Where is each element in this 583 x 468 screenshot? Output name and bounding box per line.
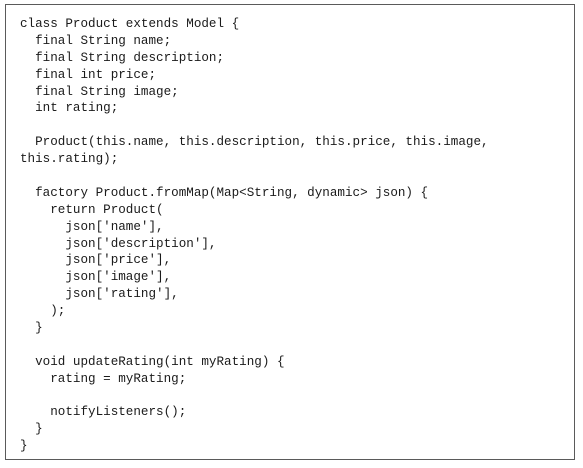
code-line: json['price'], xyxy=(20,253,172,268)
code-block: class Product extends Model { final Stri… xyxy=(5,4,575,460)
code-line: rating = myRating; xyxy=(20,371,187,386)
code-line: } xyxy=(20,321,43,336)
code-line: json['rating'], xyxy=(20,287,179,302)
code-line: final String image; xyxy=(20,84,179,99)
code-line: notifyListeners(); xyxy=(20,405,187,420)
code-line: return Product( xyxy=(20,202,164,217)
code-line: json['description'], xyxy=(20,236,217,251)
code-line: final String description; xyxy=(20,50,225,65)
code-line: this.rating); xyxy=(20,152,119,167)
code-line xyxy=(20,168,489,185)
code-line xyxy=(20,117,489,134)
code-line: Product(this.name, this.description, thi… xyxy=(20,135,489,150)
code-line xyxy=(20,337,489,354)
code-text: class Product extends Model { final Stri… xyxy=(20,16,489,455)
code-line: json['name'], xyxy=(20,219,164,234)
code-line: final int price; xyxy=(20,67,157,82)
code-line: class Product extends Model { xyxy=(20,17,240,31)
code-line: } xyxy=(20,439,28,454)
code-line: } xyxy=(20,422,43,437)
code-line: void updateRating(int myRating) { xyxy=(20,354,285,369)
code-line: int rating; xyxy=(20,101,119,116)
code-line: factory Product.fromMap(Map<String, dyna… xyxy=(20,185,429,200)
code-line: final String name; xyxy=(20,33,172,48)
code-line: ); xyxy=(20,304,66,319)
code-line xyxy=(20,388,489,405)
code-line: json['image'], xyxy=(20,270,172,285)
